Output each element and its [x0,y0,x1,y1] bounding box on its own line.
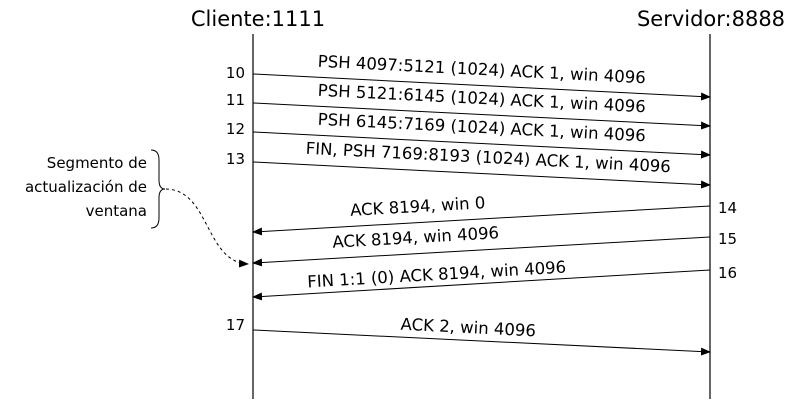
message-number: 14 [718,199,737,217]
message-number: 10 [226,64,245,82]
message-16: 16 FIN 1:1 (0) ACK 8194, win 4096 [252,258,737,301]
message-number: 15 [718,230,737,248]
message-arrow [252,161,711,189]
message-label: PSH 6145:7169 (1024) ACK 1, win 4096 [317,110,646,146]
message-label: FIN, PSH 7169:8193 (1024) ACK 1, win 409… [305,139,671,176]
message-17: 17 ACK 2, win 4096 [226,315,711,356]
message-number: 12 [226,120,245,138]
message-number: 11 [226,91,245,109]
message-15: 15 ACK 8194, win 4096 [252,223,737,267]
message-arrow [252,329,711,356]
annotation-line: actualización de [25,178,147,196]
message-13: 13 FIN, PSH 7169:8193 (1024) ACK 1, win … [226,139,711,189]
message-arrow [252,102,711,130]
message-label: PSH 5121:6145 (1024) ACK 1, win 4096 [317,81,646,117]
message-arrow [252,236,711,267]
message-arrow [252,131,711,159]
message-label: PSH 4097:5121 (1024) ACK 1, win 4096 [317,52,646,88]
annotation-pointer [165,188,249,268]
message-number: 13 [226,150,245,168]
message-number: 17 [226,316,245,334]
message-label: ACK 8194, win 4096 [332,223,500,252]
message-arrow [252,73,711,101]
window-update-annotation: Segmento de actualización de ventana [25,149,249,268]
server-host-label: Servidor:8888 [637,7,785,31]
annotation-brace [150,149,166,229]
message-arrow [252,205,711,236]
message-arrow [252,269,711,301]
message-number: 16 [718,264,737,282]
annotation-line: Segmento de [47,154,147,172]
client-host-label: Cliente:1111 [191,7,325,31]
message-label: ACK 8194, win 0 [350,193,486,220]
message-label: ACK 2, win 4096 [400,315,536,341]
annotation-line: ventana [86,202,147,220]
